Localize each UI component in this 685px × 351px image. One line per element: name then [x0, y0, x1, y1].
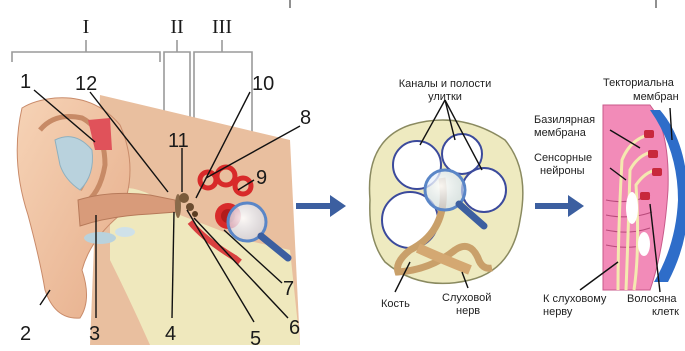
label-hair-cells-line1: Волосяна: [627, 293, 677, 305]
canal-right: [462, 168, 506, 212]
canal-cartilage: [84, 232, 116, 244]
canal-cartilage-2: [115, 227, 135, 237]
label-5: 5: [250, 328, 261, 350]
tunnel: [626, 192, 638, 224]
label-10: 10: [252, 73, 274, 95]
label-8: 8: [300, 107, 311, 129]
incus: [186, 203, 194, 211]
section-label-outer: I: [83, 16, 90, 38]
label-to-nerve-line1: К слуховому: [543, 293, 607, 305]
label-canals-line1: Каналы и полости: [399, 78, 491, 90]
label-2: 2: [20, 323, 31, 345]
label-3: 3: [89, 323, 100, 345]
label-tectorial-line2: мембран: [633, 91, 679, 103]
label-4: 4: [165, 323, 176, 345]
section-label-middle: II: [170, 16, 183, 38]
label-sensory-line2: нейроны: [540, 165, 585, 177]
ear-cross-section: [17, 95, 300, 345]
label-tectorial-line1: Текториальна: [603, 77, 675, 89]
label-11: 11: [168, 130, 189, 152]
label-sensory-line1: Сенсорные: [534, 152, 592, 164]
label-basilar-line2: мембрана: [534, 127, 587, 139]
section-label-inner: III: [212, 16, 232, 38]
arrow-right-icon: [296, 195, 346, 217]
label-7: 7: [283, 278, 294, 300]
label-to-nerve-line2: нерву: [543, 306, 573, 318]
malleus: [179, 193, 189, 203]
label-nerve-line2: нерв: [456, 305, 480, 317]
cochlea-cross-section: [370, 120, 523, 283]
label-12: 12: [75, 73, 97, 95]
label-6: 6: [289, 317, 300, 339]
canal-top: [442, 134, 482, 174]
label-nerve-line1: Слуховой: [442, 292, 491, 304]
tunnel-2: [638, 232, 650, 256]
label-bone: Кость: [381, 298, 410, 310]
arrow-right-icon-2: [535, 195, 584, 217]
label-1: 1: [20, 71, 31, 93]
stapes: [192, 211, 198, 217]
label-hair-cells-line2: клетк: [652, 306, 679, 318]
label-basilar-line1: Базилярная: [534, 114, 595, 126]
bracket-outer-ear: [12, 52, 160, 62]
label-canals-line2: улитки: [428, 91, 462, 103]
label-9: 9: [256, 167, 267, 189]
